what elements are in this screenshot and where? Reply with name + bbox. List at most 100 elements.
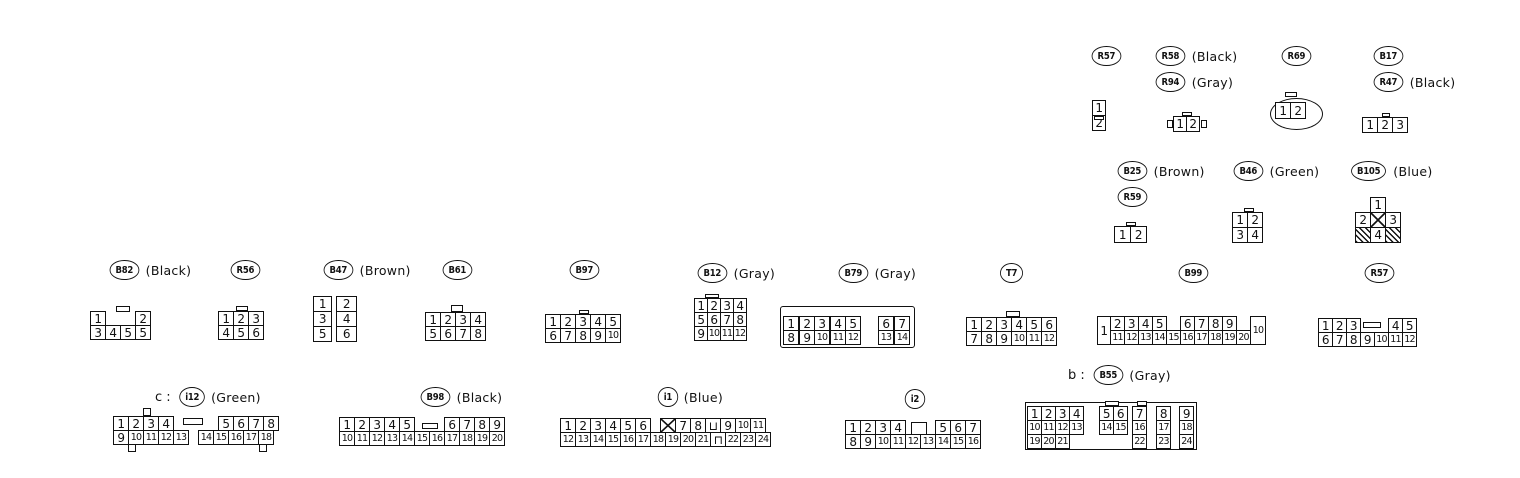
- pin-cell: 19: [1222, 330, 1237, 345]
- connector-code-oval: i12: [178, 387, 205, 407]
- pin-cell: 1: [545, 314, 561, 329]
- connector-label: B17: [1371, 45, 1406, 67]
- pin-cell: 4: [1011, 317, 1027, 332]
- pin-cell: 6: [233, 416, 249, 431]
- pin-cell: 11: [890, 434, 906, 449]
- pin-cell: 6: [1041, 317, 1057, 332]
- connector-label: B47(Brown): [321, 259, 411, 281]
- pin-cell: 14: [1099, 420, 1114, 435]
- connector-color: (Black): [1191, 48, 1238, 64]
- pin-cell: 3: [1392, 117, 1408, 133]
- pin-cell: 2: [440, 312, 456, 327]
- pin-cell: 19: [474, 431, 490, 446]
- connector-outer-shell: [780, 306, 915, 348]
- pin-cell: 2: [1355, 212, 1371, 228]
- pin-cell: 3: [1346, 318, 1361, 333]
- pin-cell: 6: [248, 325, 264, 340]
- pin-cell: 3: [814, 316, 830, 331]
- connector-code-oval: B55: [1093, 365, 1123, 385]
- pin-cell: 3: [875, 420, 891, 435]
- pin-cell: 1: [694, 298, 708, 313]
- connector-code-oval: R47: [1373, 72, 1404, 92]
- connector-lock-tab: [451, 305, 463, 312]
- pin-cell: 9: [113, 430, 129, 445]
- connector-color: (Blue): [1393, 163, 1433, 179]
- pin-cell: 12: [905, 434, 921, 449]
- connector-label: R58 (Black): [1153, 45, 1237, 67]
- pin-cell: 8: [1346, 332, 1361, 347]
- connector-code-oval: B99: [1178, 263, 1209, 283]
- pin-cell: 11: [1026, 331, 1042, 346]
- pin-cell: 7: [720, 312, 734, 327]
- pin-cell: 17: [444, 431, 460, 446]
- connector-label: B97: [567, 259, 602, 281]
- pin-cell: 12: [1402, 332, 1417, 347]
- pin-cell: 8: [733, 312, 747, 327]
- connector-code-oval: B97: [569, 260, 600, 280]
- connector-label: B61: [440, 259, 475, 281]
- connector-color: (Gray): [1191, 74, 1234, 90]
- connector-lock-tab: [116, 306, 130, 312]
- pin-cell: 2: [128, 416, 144, 431]
- connector-lock-tab: [1244, 208, 1254, 212]
- pin-cell: 2: [336, 296, 357, 312]
- pin-cell: 2: [860, 420, 876, 435]
- pin-cell: 17: [1194, 330, 1209, 345]
- connector-color: (Gray): [874, 265, 917, 281]
- pin-cell: 8: [845, 434, 861, 449]
- pin-cell: 16: [1132, 420, 1147, 435]
- pin-cell: 6: [336, 326, 357, 342]
- pin-cell: 10: [1374, 332, 1389, 347]
- connector-label: c :i12(Green): [155, 386, 261, 408]
- blank-cavity-x: [1370, 212, 1386, 228]
- connector-label: B12(Gray): [695, 262, 775, 284]
- pin-cell: 4: [336, 311, 357, 327]
- pin-cell: 8: [690, 418, 706, 433]
- pin-cell: 8: [263, 416, 279, 431]
- pin-cell: 3: [996, 317, 1012, 332]
- connector-label: R47(Black): [1371, 71, 1455, 93]
- pin-cell: 4: [733, 298, 747, 313]
- pin-cell: 17: [243, 430, 259, 445]
- connector-lock-tab: [236, 306, 248, 311]
- pin-cell: 18: [258, 430, 274, 445]
- pin-cell: 23: [740, 432, 756, 447]
- hatched-cavity: [1385, 227, 1401, 243]
- connector-label: T7: [998, 262, 1025, 284]
- pin-cell: 6: [545, 328, 561, 343]
- pin-cell: 3: [1124, 316, 1139, 331]
- pin-cell: 8: [1208, 316, 1223, 331]
- pin-cell: 5: [935, 420, 951, 435]
- pin-cell: 12: [369, 431, 385, 446]
- connector-code-oval: R56: [230, 260, 261, 280]
- connector-code-oval: R69: [1281, 46, 1312, 66]
- connector-lock-tab: [705, 294, 719, 298]
- pin-cell: 4: [590, 314, 606, 329]
- connector-lock-tab: [1094, 116, 1104, 120]
- pin-cell: 15: [605, 432, 621, 447]
- pin-cell: 10: [1011, 331, 1027, 346]
- pin-cell: 11: [1110, 330, 1125, 345]
- pin-cell: 11: [1388, 332, 1403, 347]
- connector-code-oval: B17: [1373, 46, 1404, 66]
- pin-cell: 10: [875, 434, 891, 449]
- connector-label: R57: [1089, 45, 1124, 67]
- pin-cell: 24: [1179, 434, 1194, 449]
- pin-cell: 13: [384, 431, 400, 446]
- pin-cell: 7: [894, 316, 910, 331]
- connector-code-oval: R58: [1155, 46, 1186, 66]
- connector-color: (Green): [1269, 163, 1320, 179]
- connector-label: i2: [903, 388, 927, 410]
- pin-cell: 20: [1236, 330, 1251, 345]
- pin-cell: 20: [1041, 434, 1056, 449]
- pin-cell: 8: [470, 326, 486, 341]
- connector-label: R59: [1115, 186, 1150, 208]
- connector-color: (Gray): [733, 265, 776, 281]
- pin-cell: 2: [707, 298, 721, 313]
- pin-cell: 1: [313, 296, 332, 312]
- pin-cell: 19: [1027, 434, 1042, 449]
- pin-cell: 5: [233, 325, 249, 340]
- connector-label: B99: [1176, 262, 1211, 284]
- pin-cell: 7: [675, 418, 691, 433]
